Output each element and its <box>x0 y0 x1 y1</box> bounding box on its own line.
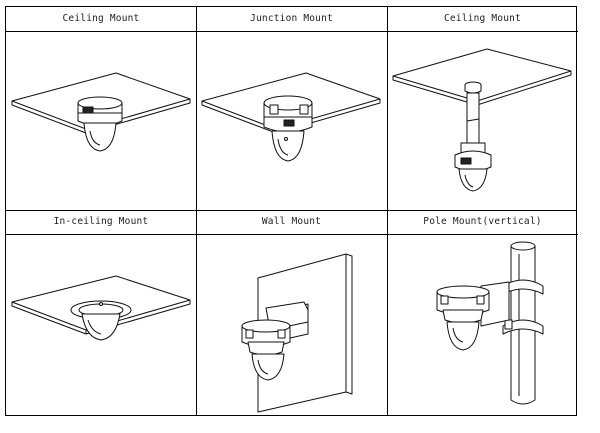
panel-label: Ceiling Mount <box>387 7 578 32</box>
junction-mount-drawing <box>201 72 381 162</box>
panel-label: Pole Mount(vertical) <box>387 210 578 235</box>
panel-ceiling-mount: Ceiling Mount <box>6 7 196 210</box>
panel-label: In-ceiling Mount <box>6 210 196 235</box>
panel-ceiling-mount-pendant: Ceiling Mount <box>387 7 578 210</box>
panel-junction-mount: Junction Mount <box>196 7 387 210</box>
column-divider <box>387 7 388 415</box>
pole-mount-drawing <box>436 241 544 405</box>
panel-pole-mount-vertical: Pole Mount(vertical) <box>387 210 578 415</box>
pendant-mount-drawing <box>392 48 572 192</box>
panel-wall-mount: Wall Mount <box>196 210 387 415</box>
row-divider <box>6 210 576 211</box>
panel-label: Junction Mount <box>196 7 387 32</box>
column-divider <box>196 7 197 415</box>
panel-label: Ceiling Mount <box>6 7 196 32</box>
wall-mount-drawing <box>241 253 353 413</box>
mount-types-grid: Ceiling Mount Junction Mount <box>5 6 578 416</box>
panel-label: Wall Mount <box>196 210 387 235</box>
ceiling-mount-drawing <box>11 72 191 152</box>
in-ceiling-mount-drawing <box>11 275 191 341</box>
panel-in-ceiling-mount: In-ceiling Mount <box>6 210 196 415</box>
